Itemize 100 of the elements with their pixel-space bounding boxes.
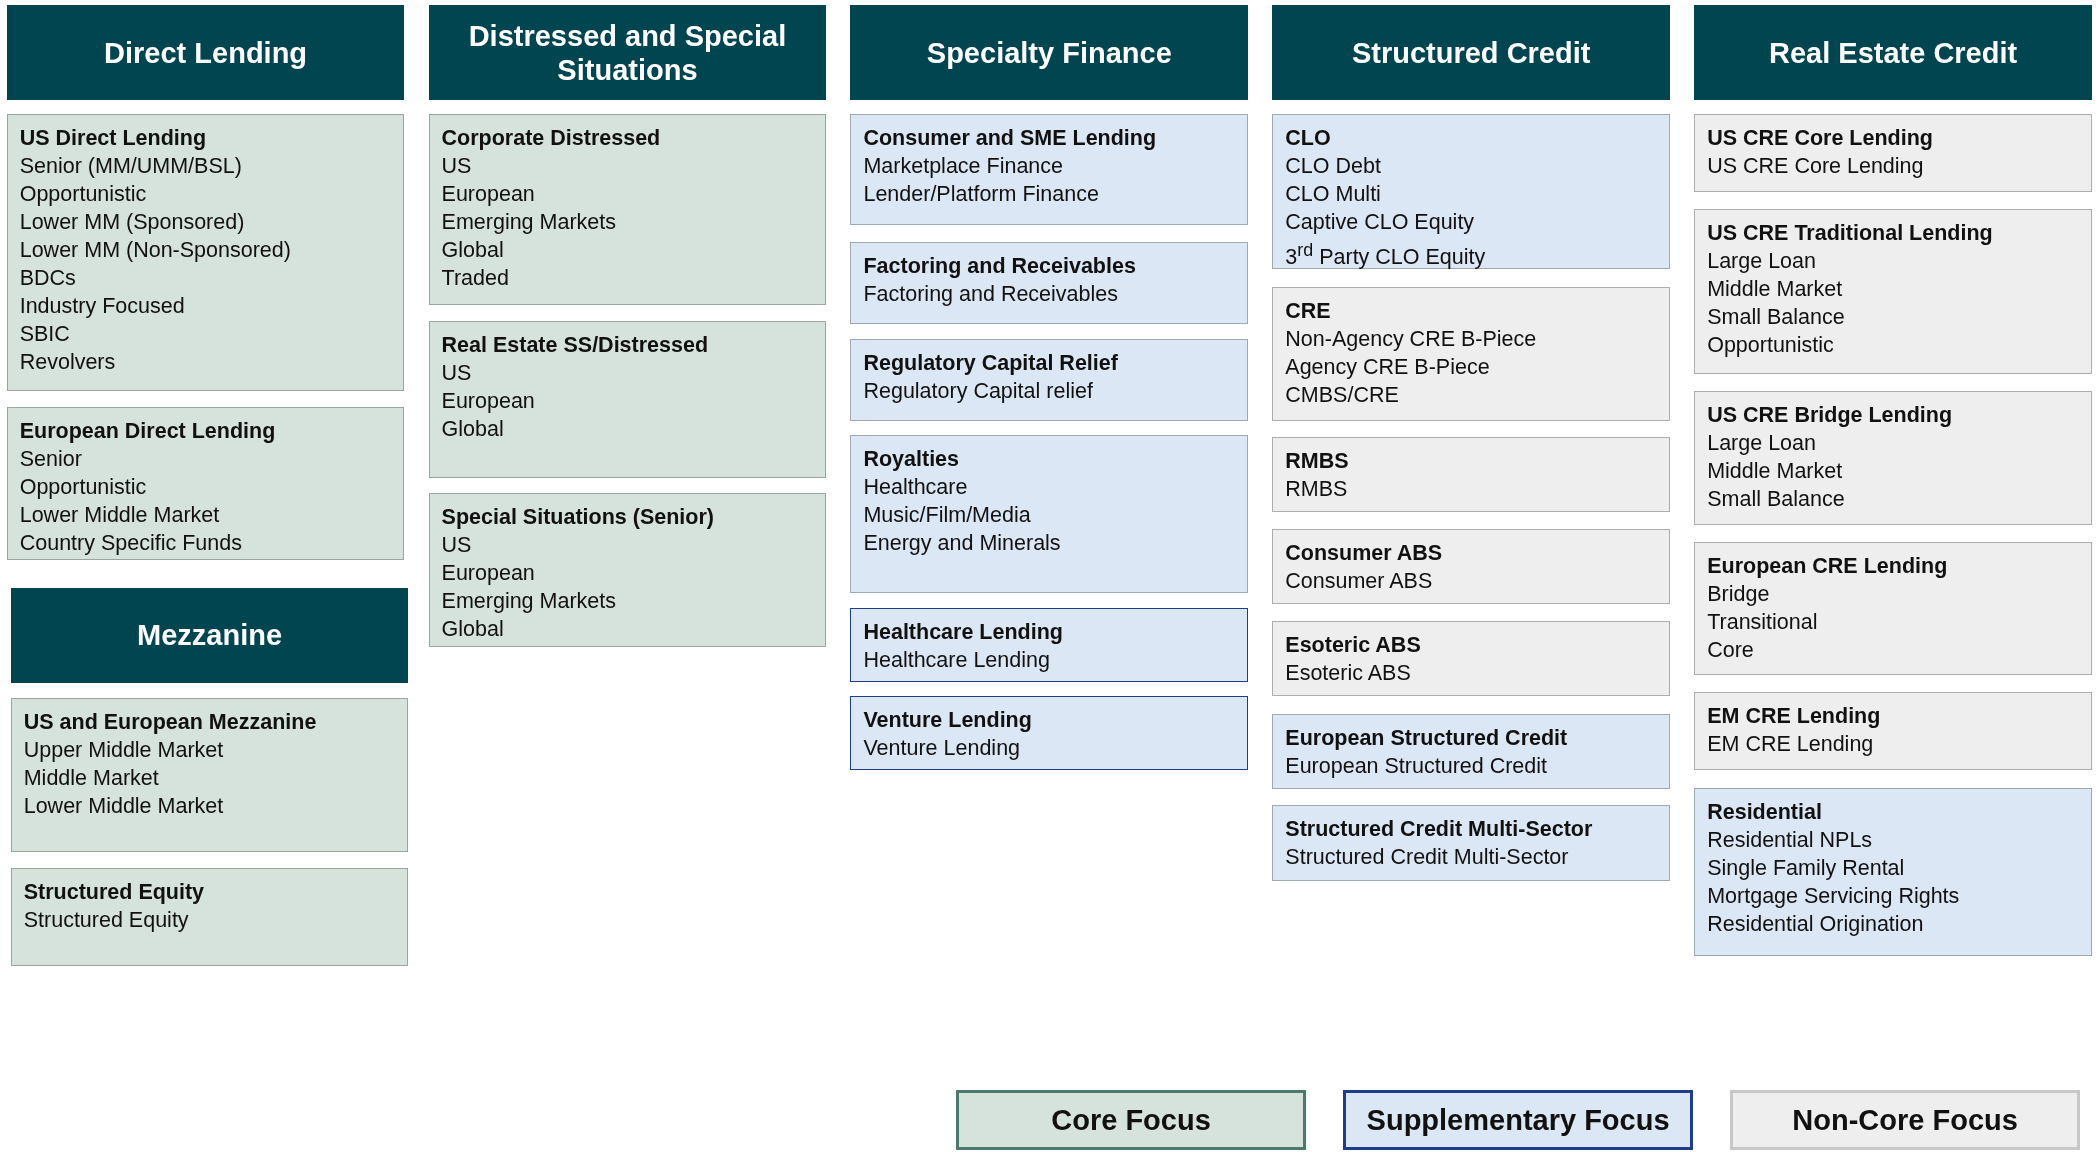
card-heading: Special Situations (Senior) bbox=[441, 503, 715, 531]
category-card bbox=[1272, 713, 1671, 789]
category-card bbox=[850, 338, 1249, 421]
list-item: Energy and Minerals bbox=[863, 530, 1062, 558]
list-item: Factoring and Receivables bbox=[863, 281, 1119, 309]
category-card bbox=[1694, 692, 2092, 771]
category-card bbox=[6, 113, 405, 392]
list-item: US bbox=[441, 152, 473, 180]
category-card bbox=[1694, 208, 2092, 374]
list-item: Mortgage Servicing Rights bbox=[1707, 882, 1961, 910]
category-header bbox=[6, 5, 405, 101]
list-item: CLO Multi bbox=[1285, 180, 1382, 208]
list-item: Opportunistic bbox=[19, 474, 148, 502]
card-heading: Healthcare Lending bbox=[863, 619, 1064, 647]
category-card bbox=[1272, 286, 1671, 421]
list-item: European bbox=[441, 388, 536, 416]
card-heading: Residential bbox=[1707, 798, 1823, 826]
column-title: Mezzanine bbox=[136, 618, 284, 653]
list-item: Opportunistic bbox=[19, 180, 148, 208]
list-item: Middle Market bbox=[23, 764, 160, 792]
list-item: Structured Credit Multi-Sector bbox=[1285, 843, 1570, 871]
list-item: Healthcare bbox=[863, 474, 969, 502]
list-item: Senior (MM/UMM/BSL) bbox=[19, 152, 243, 180]
list-item: Single Family Rental bbox=[1707, 854, 1906, 882]
column-title: Direct Lending bbox=[103, 35, 309, 70]
card-heading: EM CRE Lending bbox=[1707, 703, 1882, 731]
category-card bbox=[1694, 113, 2092, 192]
card-heading: Esoteric ABS bbox=[1285, 632, 1422, 660]
category-card bbox=[1272, 113, 1671, 270]
list-item: Small Balance bbox=[1707, 303, 1846, 331]
list-item: Large Loan bbox=[1707, 247, 1817, 275]
card-heading: CRE bbox=[1285, 297, 1332, 325]
column-title: Structured Credit bbox=[1350, 35, 1592, 70]
list-item: European bbox=[441, 559, 536, 587]
card-heading: Corporate Distressed bbox=[441, 124, 662, 152]
category-card bbox=[428, 113, 827, 306]
list-item: CMBS/CRE bbox=[1285, 381, 1400, 409]
card-heading: US Direct Lending bbox=[19, 124, 208, 152]
category-card bbox=[850, 696, 1249, 771]
category-card bbox=[1272, 529, 1671, 604]
list-item: Middle Market bbox=[1707, 275, 1844, 303]
list-item: Esoteric ABS bbox=[1285, 660, 1412, 688]
list-item: Lender/Platform Finance bbox=[863, 180, 1100, 208]
category-card bbox=[428, 492, 827, 647]
list-item: Emerging Markets bbox=[441, 587, 617, 615]
card-heading: Venture Lending bbox=[863, 707, 1033, 735]
list-item: Music/Film/Media bbox=[863, 502, 1032, 530]
card-heading: US CRE Bridge Lending bbox=[1707, 402, 1954, 430]
list-item: US CRE Core Lending bbox=[1707, 152, 1925, 180]
list-item: Emerging Markets bbox=[441, 208, 617, 236]
card-heading: Regulatory Capital Relief bbox=[863, 349, 1119, 377]
card-heading: European Structured Credit bbox=[1285, 724, 1569, 752]
column-title: Specialty Finance bbox=[925, 35, 1173, 70]
card-heading: Real Estate SS/Distressed bbox=[441, 332, 710, 360]
card-heading: RMBS bbox=[1285, 447, 1350, 475]
list-item: 3$^{rd}$ Party CLO Equity bbox=[1285, 238, 1487, 271]
card-heading: Royalties bbox=[863, 446, 961, 474]
list-item: Marketplace Finance bbox=[863, 152, 1064, 180]
category-card bbox=[850, 113, 1249, 225]
category-card bbox=[1272, 436, 1671, 512]
list-item: Country Specific Funds bbox=[19, 530, 243, 558]
category-card bbox=[850, 435, 1249, 594]
column-title: Real Estate Credit bbox=[1767, 35, 2019, 70]
list-item: Venture Lending bbox=[863, 735, 1022, 763]
list-item: Agency CRE B-Piece bbox=[1285, 353, 1491, 381]
list-item: Middle Market bbox=[1707, 458, 1844, 486]
card-heading: Consumer ABS bbox=[1285, 540, 1444, 567]
list-item: Senior bbox=[19, 446, 83, 474]
list-item: Large Loan bbox=[1707, 430, 1817, 458]
list-item: Healthcare Lending bbox=[863, 647, 1051, 675]
list-item: European bbox=[441, 180, 536, 208]
list-item: Traded bbox=[441, 264, 510, 292]
column-title: Distressed and Special Situations bbox=[467, 18, 788, 87]
list-item: Global bbox=[441, 615, 505, 643]
category-card bbox=[428, 321, 827, 479]
list-item: Global bbox=[441, 236, 505, 264]
list-item: Bridge bbox=[1707, 581, 1771, 609]
category-header bbox=[1272, 5, 1671, 101]
list-item: Lower MM (Sponsored) bbox=[19, 208, 246, 236]
list-item: Residential Origination bbox=[1707, 910, 1925, 938]
list-item: Revolvers bbox=[19, 348, 117, 376]
list-item: Captive CLO Equity bbox=[1285, 208, 1476, 236]
category-header bbox=[428, 5, 827, 101]
category-header bbox=[1694, 5, 2092, 101]
list-item: BDCs bbox=[19, 264, 77, 292]
legend-label: Non-Core Focus bbox=[1792, 1103, 2018, 1137]
category-card bbox=[1694, 542, 2092, 675]
card-heading: European CRE Lending bbox=[1707, 553, 1949, 581]
list-item: US bbox=[441, 360, 473, 388]
list-item: Consumer ABS bbox=[1285, 568, 1434, 595]
list-item: Industry Focused bbox=[19, 292, 186, 320]
list-item: Transitional bbox=[1707, 609, 1819, 637]
category-card bbox=[1272, 621, 1671, 697]
list-item: SBIC bbox=[19, 320, 71, 348]
card-heading: CLO bbox=[1285, 124, 1332, 152]
list-item: Lower Middle Market bbox=[19, 502, 221, 530]
card-heading: US and European Mezzanine bbox=[23, 708, 318, 736]
category-card bbox=[1694, 391, 2092, 525]
list-item: Opportunistic bbox=[1707, 331, 1835, 359]
list-item: Small Balance bbox=[1707, 486, 1846, 514]
